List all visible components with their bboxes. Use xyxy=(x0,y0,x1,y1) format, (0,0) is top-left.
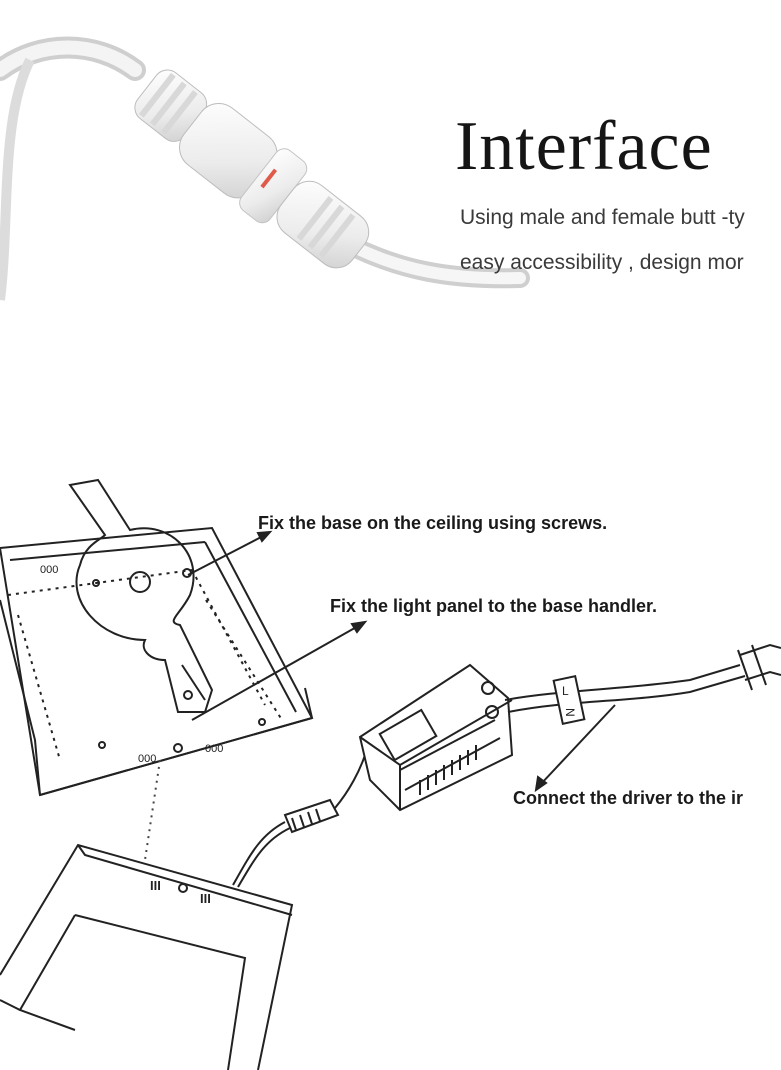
wire-tag-l: L xyxy=(562,684,569,698)
mains-wire xyxy=(504,643,781,713)
description-line-2: easy accessibility , design mor xyxy=(460,251,744,274)
light-panel xyxy=(0,843,294,1070)
panel-wire xyxy=(232,754,366,888)
arrow-driver xyxy=(534,704,616,793)
wire-tag-n: N xyxy=(563,708,577,717)
connector-body xyxy=(134,69,370,269)
arrow-panel xyxy=(191,620,368,721)
vent-marks-1: III xyxy=(150,878,161,893)
ceiling-base xyxy=(0,478,314,797)
slot-marks-2: 000 xyxy=(138,753,156,765)
section-title: Interface xyxy=(455,108,713,185)
arrow-base xyxy=(187,530,273,576)
label-driver: Connect the driver to the ir xyxy=(513,788,744,808)
slot-marks-1: 000 xyxy=(40,564,58,576)
label-panel-handler: Fix the light panel to the base handler. xyxy=(330,596,658,616)
vent-marks-2: III xyxy=(200,891,211,906)
description-line-1: Using male and female butt -ty xyxy=(460,206,745,229)
slot-marks-3: 000 xyxy=(205,743,223,755)
driver xyxy=(358,663,514,812)
wire-tag xyxy=(552,675,586,725)
label-base-screws: Fix the base on the ceiling using screws… xyxy=(258,513,608,533)
